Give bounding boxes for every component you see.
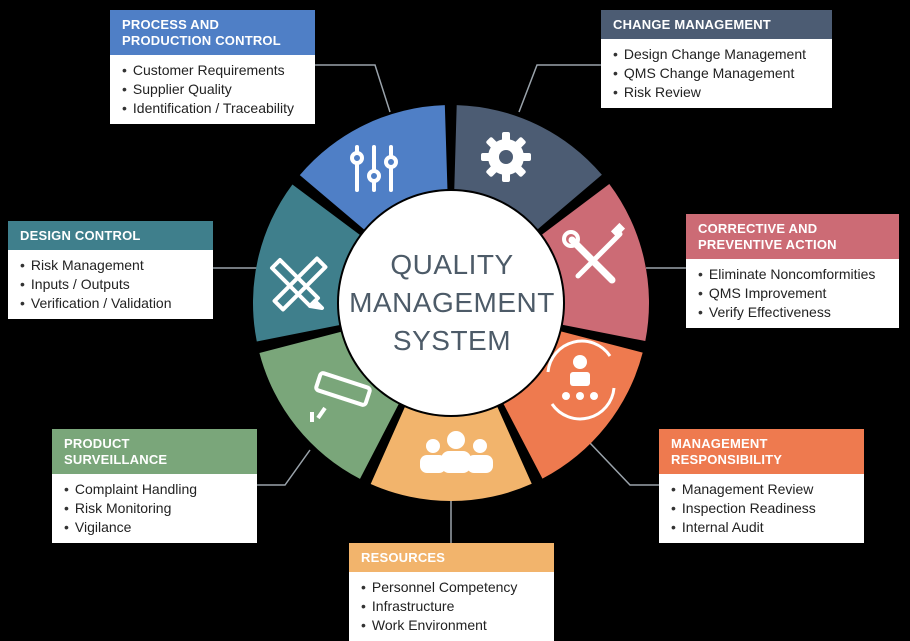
list-item: Risk Monitoring (64, 499, 247, 518)
card-title-line: PRODUCT (64, 436, 130, 451)
list-item: Risk Management (20, 256, 203, 275)
list-item: Eliminate Noncomformities (698, 265, 889, 284)
card-list: Management Review Inspection Readiness I… (659, 474, 864, 543)
card-header: CHANGE MANAGEMENT (601, 10, 832, 39)
leader-cycle-icon (546, 339, 616, 421)
list-item: Complaint Handling (64, 480, 247, 499)
list-item: Supplier Quality (122, 80, 305, 99)
pencil-ruler-icon (270, 256, 328, 312)
card-management-responsibility: MANAGEMENT RESPONSIBILITY Management Rev… (659, 429, 864, 543)
connector-change (518, 64, 601, 113)
list-item: Inputs / Outputs (20, 275, 203, 294)
card-list: Design Change Management QMS Change Mana… (601, 39, 832, 108)
connector-lines (213, 64, 686, 543)
connector-surveillance (257, 449, 311, 486)
list-item: Internal Audit (671, 518, 854, 537)
card-product-surveillance: PRODUCT SURVEILLANCE Complaint Handling … (52, 429, 257, 543)
card-title-line: MANAGEMENT (671, 436, 768, 451)
people-icon (420, 431, 493, 473)
connector-process (315, 64, 391, 113)
card-design-control: DESIGN CONTROL Risk Management Inputs / … (8, 221, 213, 319)
list-item: Customer Requirements (122, 61, 305, 80)
card-title-line: SURVEILLANCE (64, 452, 168, 467)
card-list: Complaint Handling Risk Monitoring Vigil… (52, 474, 257, 543)
list-item: Infrastructure (361, 597, 544, 616)
center-title-line-2: MANAGEMENT (349, 287, 555, 318)
list-item: Vigilance (64, 518, 247, 537)
card-resources: RESOURCES Personnel Competency Infrastru… (349, 543, 554, 641)
list-item: Inspection Readiness (671, 499, 854, 518)
camera-icon (310, 371, 372, 422)
list-item: Verify Effectiveness (698, 303, 889, 322)
card-title-line: PROCESS AND (122, 17, 220, 32)
card-title-line: DESIGN CONTROL (20, 228, 141, 243)
card-list: Risk Management Inputs / Outputs Verific… (8, 250, 213, 319)
list-item: Personnel Competency (361, 578, 544, 597)
card-change-management: CHANGE MANAGEMENT Design Change Manageme… (601, 10, 832, 108)
card-process-production-control: PROCESS AND PRODUCTION CONTROL Customer … (110, 10, 315, 124)
card-title-line: RESOURCES (361, 550, 446, 565)
card-header: PROCESS AND PRODUCTION CONTROL (110, 10, 315, 55)
wheel-segment-mgmt (503, 331, 643, 479)
wheel-center-circle (339, 191, 563, 415)
card-title-line: PREVENTIVE ACTION (698, 237, 837, 252)
wheel-segments (253, 105, 649, 501)
list-item: Identification / Traceability (122, 99, 305, 118)
card-header: PRODUCT SURVEILLANCE (52, 429, 257, 474)
card-title-line: PRODUCTION CONTROL (122, 33, 281, 48)
card-title-line: CHANGE MANAGEMENT (613, 17, 771, 32)
list-item: QMS Change Management (613, 64, 822, 83)
center-title: QUALITY MANAGEMENT SYSTEM (341, 246, 563, 360)
list-item: QMS Improvement (698, 284, 889, 303)
connector-mgmt (589, 442, 659, 486)
gear-icon (481, 132, 531, 182)
list-item: Work Environment (361, 616, 544, 635)
wheel-segment-design (253, 184, 360, 342)
tools-icon (562, 222, 626, 284)
wheel-segment-change (454, 105, 602, 230)
center-title-line-1: QUALITY (390, 249, 514, 280)
card-list: Customer Requirements Supplier Quality I… (110, 55, 315, 124)
card-title-line: CORRECTIVE AND (698, 221, 818, 236)
list-item: Verification / Validation (20, 294, 203, 313)
card-list: Eliminate Noncomformities QMS Improvemen… (686, 259, 899, 328)
card-header: RESOURCES (349, 543, 554, 572)
card-title-line: RESPONSIBILITY (671, 452, 783, 467)
card-header: MANAGEMENT RESPONSIBILITY (659, 429, 864, 474)
list-item: Risk Review (613, 83, 822, 102)
card-corrective-preventive-action: CORRECTIVE AND PREVENTIVE ACTION Elimina… (686, 214, 899, 328)
wheel-segment-surveillance (259, 331, 399, 479)
sliders-icon (350, 145, 398, 192)
center-title-line-3: SYSTEM (392, 325, 512, 356)
list-item: Design Change Management (613, 45, 822, 64)
card-header: DESIGN CONTROL (8, 221, 213, 250)
card-header: CORRECTIVE AND PREVENTIVE ACTION (686, 214, 899, 259)
list-item: Management Review (671, 480, 854, 499)
card-list: Personnel Competency Infrastructure Work… (349, 572, 554, 641)
